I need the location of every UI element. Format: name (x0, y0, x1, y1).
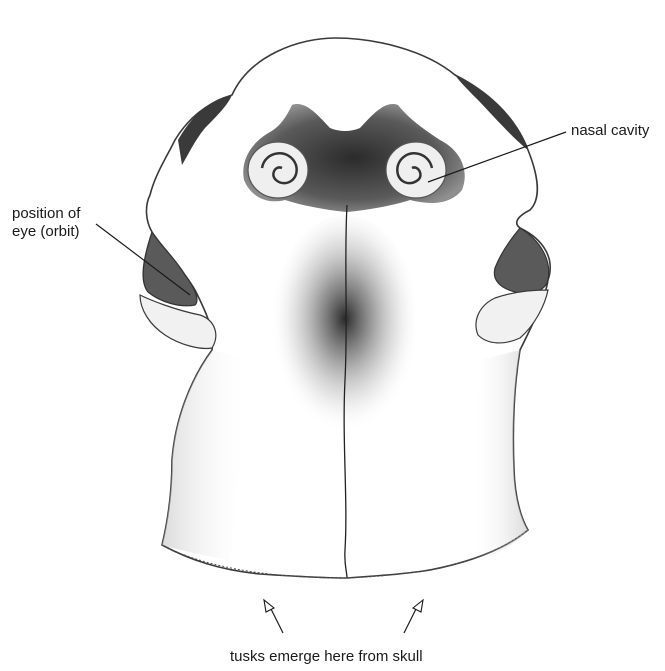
tusks-label: tusks emerge here from skull (230, 648, 423, 666)
center-shadow (270, 215, 420, 445)
nasal-right-lobe (386, 142, 446, 198)
orbit-label-line1: position of (12, 205, 80, 223)
tusk-arrow-right (404, 600, 423, 633)
nasal-left-lobe (248, 142, 308, 198)
orbit-label: position of eye (orbit) (12, 205, 80, 241)
tusk-arrow-left (264, 600, 283, 633)
nasal-cavity-label: nasal cavity (571, 122, 649, 140)
orbit-label-line2: eye (orbit) (12, 223, 80, 241)
